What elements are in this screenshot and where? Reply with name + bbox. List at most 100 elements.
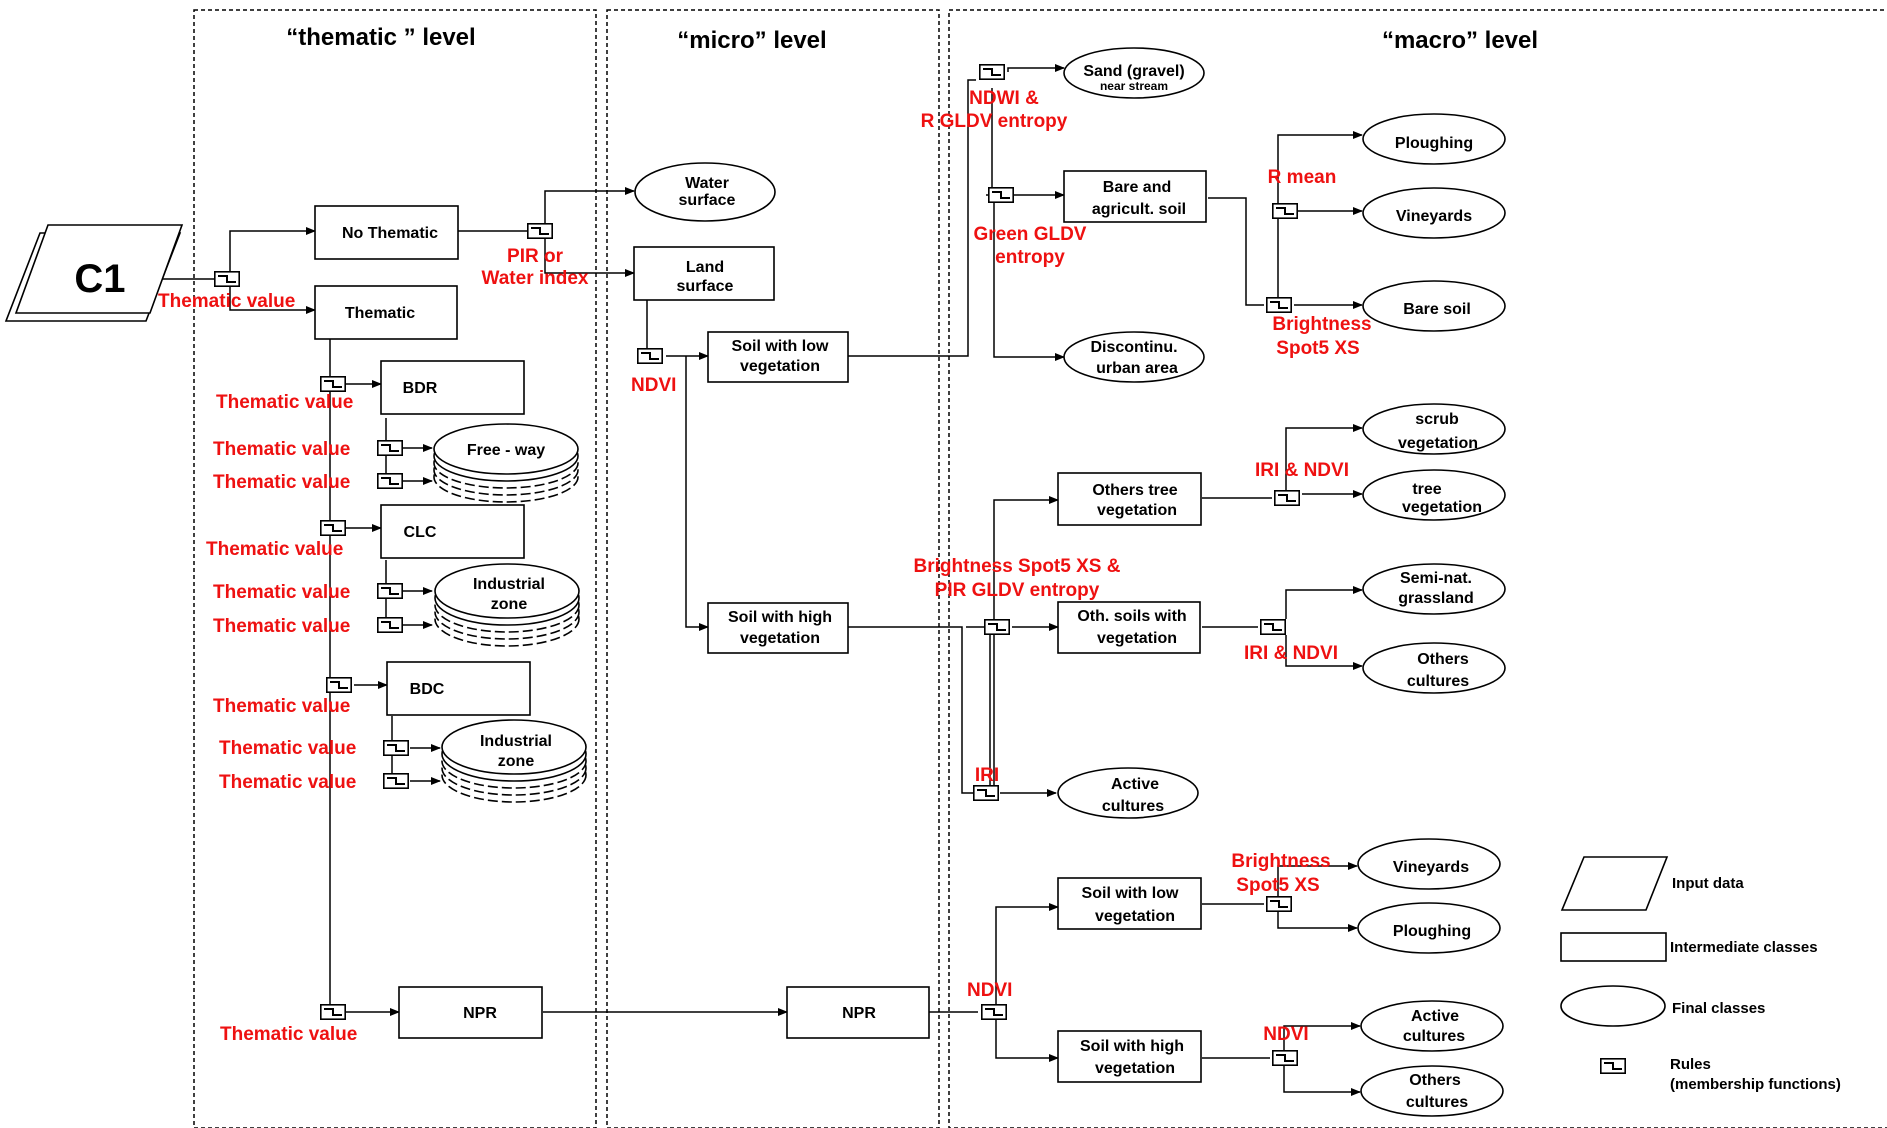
rule-icon	[1273, 490, 1301, 506]
svg-text:Others: Others	[1417, 651, 1469, 668]
svg-text:Bare soil: Bare soil	[1403, 301, 1471, 318]
svg-text:Thematic: Thematic	[345, 305, 415, 322]
clc-box: CLC	[380, 504, 525, 559]
semi-nat-grassland-ellipse: Semi-nat. grassland	[1362, 563, 1506, 615]
svg-text:NPR: NPR	[842, 1005, 876, 1022]
macro-level-title: “macro” level	[1382, 27, 1538, 54]
svg-text:Soil with high: Soil with high	[1080, 1038, 1184, 1055]
svg-text:NDVI: NDVI	[1263, 1024, 1308, 1045]
svg-text:IRI & NDVI: IRI & NDVI	[1244, 643, 1338, 664]
tree-vegetation-ellipse: tree vegetation	[1362, 469, 1506, 521]
land-surface-box: Land surface	[633, 246, 775, 301]
svg-text:IRI & NDVI: IRI & NDVI	[1255, 460, 1349, 481]
rule-icon	[1259, 619, 1287, 635]
legend-rules-sublabel: (membership functions)	[1670, 1076, 1841, 1093]
rule-icon	[983, 619, 1011, 635]
svg-text:Water index: Water index	[482, 268, 589, 289]
svg-text:Vineyards: Vineyards	[1393, 859, 1469, 876]
industrial-zone-stack-1: Industrial zone	[434, 563, 580, 647]
rule-icon	[1271, 203, 1299, 219]
rule-icon	[319, 1004, 347, 1020]
svg-text:Spot5 XS: Spot5 XS	[1236, 875, 1319, 896]
soil-high-veg-micro-box: Soil with high vegetation	[707, 602, 849, 654]
svg-text:Industrial: Industrial	[480, 733, 552, 750]
ploughing-ellipse-2: Ploughing	[1357, 902, 1501, 954]
active-cultures-ellipse-1: Active cultures	[1057, 767, 1199, 819]
vineyards-ellipse-1: Vineyards	[1362, 187, 1506, 239]
input-c1: C1	[4, 224, 184, 322]
svg-text:Thematic value: Thematic value	[220, 1024, 357, 1045]
rule-icon	[1271, 1050, 1299, 1066]
svg-text:Brightness: Brightness	[1272, 314, 1371, 335]
legend-intermediate-shape	[1560, 932, 1667, 962]
thematic-level-title: “thematic ” level	[286, 24, 475, 51]
svg-text:BDR: BDR	[403, 380, 438, 397]
rule-labels: Thematic value PIR or Water index NDVI N…	[158, 88, 1372, 1045]
svg-text:Industrial: Industrial	[473, 576, 545, 593]
svg-text:CLC: CLC	[404, 524, 437, 541]
svg-text:Sand (gravel): Sand (gravel)	[1083, 63, 1184, 80]
legend-final-label: Final classes	[1672, 1000, 1765, 1017]
soil-high-veg-macro-box: Soil with high vegetation	[1057, 1030, 1202, 1083]
svg-text:Land: Land	[686, 259, 724, 276]
svg-text:Thematic value: Thematic value	[213, 616, 350, 637]
rule-icon	[376, 583, 404, 599]
legend-rules-label: Rules	[1670, 1056, 1711, 1073]
svg-text:agricult. soil: agricult. soil	[1092, 201, 1186, 218]
svg-text:Others: Others	[1409, 1072, 1461, 1089]
rule-icon	[636, 348, 664, 364]
svg-text:zone: zone	[491, 596, 528, 613]
svg-text:entropy: entropy	[995, 247, 1065, 268]
rule-icon	[214, 271, 240, 287]
industrial-zone-stack-2: Industrial zone	[441, 719, 587, 803]
rule-icon	[376, 473, 404, 489]
svg-text:PIR GLDV entropy: PIR GLDV entropy	[935, 580, 1100, 601]
bdc-box: BDC	[386, 661, 531, 716]
rule-icon	[1265, 896, 1293, 912]
svg-text:PIR or: PIR or	[507, 246, 564, 267]
svg-text:NDVI: NDVI	[631, 375, 676, 396]
svg-text:Thematic value: Thematic value	[213, 582, 350, 603]
vineyards-ellipse-2: Vineyards	[1357, 838, 1501, 890]
no-thematic-box: No Thematic	[314, 205, 459, 260]
svg-text:Soil with low: Soil with low	[732, 338, 829, 355]
svg-text:Discontinu.: Discontinu.	[1090, 339, 1177, 356]
svg-text:Thematic value: Thematic value	[213, 472, 350, 493]
svg-text:IRI: IRI	[975, 765, 999, 786]
others-cultures-ellipse-2: Others cultures	[1360, 1065, 1504, 1117]
svg-text:vegetation: vegetation	[740, 358, 820, 375]
soil-low-veg-macro-box: Soil with low vegetation	[1057, 877, 1202, 930]
svg-text:Brightness: Brightness	[1231, 851, 1330, 872]
svg-text:Active: Active	[1111, 776, 1159, 793]
ploughing-ellipse-1: Ploughing	[1362, 113, 1506, 165]
svg-text:No Thematic: No Thematic	[342, 225, 438, 242]
rule-icon	[319, 376, 347, 392]
legend-rule-icon	[1599, 1058, 1627, 1074]
svg-text:vegetation: vegetation	[740, 630, 820, 647]
svg-text:Thematic value: Thematic value	[206, 539, 343, 560]
svg-text:Ploughing: Ploughing	[1393, 923, 1471, 940]
water-surface-ellipse: Water surface	[634, 162, 776, 222]
scrub-vegetation-ellipse: scrub vegetation	[1362, 403, 1506, 455]
svg-text:vegetation: vegetation	[1097, 502, 1177, 519]
svg-text:Vineyards: Vineyards	[1396, 208, 1472, 225]
c1-label: C1	[74, 257, 125, 301]
legend-intermediate-label: Intermediate classes	[1670, 939, 1818, 956]
micro-level-panel	[606, 9, 940, 1128]
npr-micro-box: NPR	[786, 986, 930, 1039]
rule-icon	[382, 740, 410, 756]
svg-text:Thematic value: Thematic value	[219, 772, 356, 793]
others-cultures-ellipse-1: Others cultures	[1362, 642, 1506, 694]
rule-icon	[1265, 297, 1293, 313]
rule-icon	[527, 223, 553, 239]
npr-thematic-box: NPR	[398, 986, 543, 1039]
svg-text:scrub: scrub	[1415, 411, 1459, 428]
svg-text:Brightness Spot5 XS &: Brightness Spot5 XS &	[914, 556, 1121, 577]
svg-text:Spot5 XS: Spot5 XS	[1276, 338, 1359, 359]
svg-text:cultures: cultures	[1406, 1094, 1468, 1111]
bare-agricult-soil-box: Bare and agricult. soil	[1063, 170, 1207, 223]
svg-text:Ploughing: Ploughing	[1395, 135, 1473, 152]
oth-soils-veg-box: Oth. soils with vegetation	[1057, 601, 1201, 654]
svg-text:NPR: NPR	[463, 1005, 497, 1022]
thematic-level-panel	[193, 9, 597, 1128]
